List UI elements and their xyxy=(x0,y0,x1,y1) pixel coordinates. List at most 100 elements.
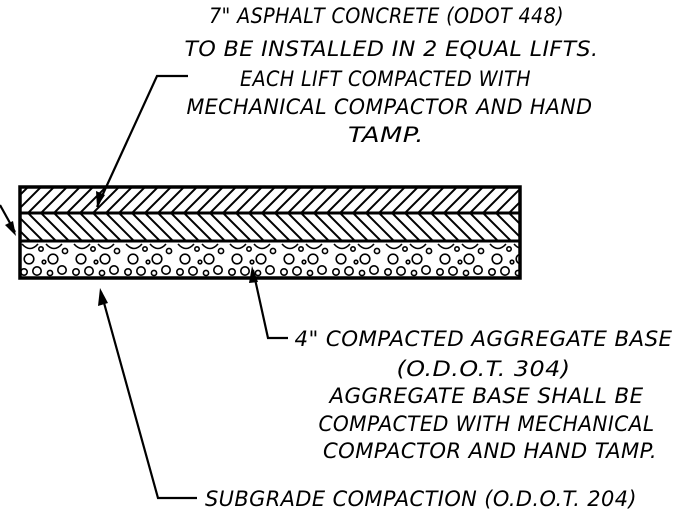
gravel-stone xyxy=(90,246,97,253)
gravel-stone xyxy=(358,269,366,277)
gravel-stone xyxy=(462,269,470,277)
gravel-stone xyxy=(269,247,277,255)
hatch-line xyxy=(26,187,56,213)
hatch-line xyxy=(117,213,149,241)
gravel-stone xyxy=(321,247,329,255)
aggregate-note-leader xyxy=(249,266,288,340)
hatch-line xyxy=(546,185,576,215)
gravel-stone xyxy=(125,243,143,250)
hatch-line xyxy=(273,187,303,213)
gravel-stone xyxy=(75,253,87,265)
gravel-stone xyxy=(373,247,381,255)
gravel-stone xyxy=(401,246,408,253)
gravel-stone xyxy=(368,264,379,275)
hatch-line xyxy=(156,187,186,213)
gravel-stone xyxy=(145,259,151,265)
gravel-stone xyxy=(439,253,451,265)
hatch-line xyxy=(130,213,162,241)
hatch-line xyxy=(195,187,225,213)
hatch-line xyxy=(481,187,511,213)
gravel-stone xyxy=(530,248,535,253)
gravel-stone xyxy=(291,265,302,276)
hatch-line xyxy=(130,187,160,213)
hatch-line xyxy=(442,187,472,213)
gravel-stone xyxy=(359,253,371,265)
asphalt-upper-lift-hatch xyxy=(20,185,576,215)
gravel-stone xyxy=(41,259,47,265)
gravel-stone xyxy=(84,265,95,276)
gravel-stone xyxy=(316,264,327,275)
hatch-line xyxy=(182,187,212,213)
hatch-line xyxy=(481,213,513,241)
hatch-line xyxy=(65,213,97,241)
gravel-stone xyxy=(435,267,444,276)
gravel-stone xyxy=(279,267,288,276)
gravel-stone xyxy=(73,243,91,250)
hatch-line xyxy=(234,187,264,213)
hatch-line xyxy=(468,187,498,213)
hatch-line xyxy=(559,211,591,243)
gravel-stone xyxy=(254,269,262,277)
gravel-stone xyxy=(515,253,520,265)
hatch-line xyxy=(143,187,173,213)
gravel-stone xyxy=(229,243,247,250)
hatch-line xyxy=(494,213,520,239)
gravel-stone xyxy=(231,253,243,265)
gravel-stone xyxy=(201,243,219,250)
hatch-line xyxy=(65,187,95,213)
hatch-line xyxy=(182,213,214,241)
gravel-stone xyxy=(197,259,203,265)
gravel-stone xyxy=(477,247,485,255)
hatch-line xyxy=(39,213,71,241)
gravel-stone xyxy=(457,259,463,265)
gravel-stone xyxy=(93,259,99,265)
hatch-line xyxy=(390,213,422,241)
hatch-line xyxy=(39,187,69,213)
hatch-line xyxy=(520,185,550,215)
gravel-stone xyxy=(453,246,460,253)
gravel-stone xyxy=(264,264,275,275)
hatch-line xyxy=(20,229,32,241)
gravel-stone xyxy=(385,243,403,250)
gravel-stone xyxy=(47,253,59,265)
hatch-line xyxy=(195,213,227,241)
hatch-line xyxy=(26,213,58,241)
gravel-stone xyxy=(194,246,201,253)
asphalt-lower-lift-hatch xyxy=(20,211,591,243)
gravel-stone xyxy=(461,243,479,250)
hatch-line xyxy=(351,213,383,241)
gravel-stone xyxy=(509,259,515,265)
gravel-stone xyxy=(56,264,67,275)
gravel-stone xyxy=(98,269,106,277)
gravel-stone xyxy=(487,267,496,276)
gravel-stone xyxy=(437,243,455,250)
gravel-stone xyxy=(297,246,304,253)
hatch-line xyxy=(104,187,134,213)
hatch-line xyxy=(442,213,474,241)
gravel-stone xyxy=(165,247,173,255)
hatch-line xyxy=(78,187,108,213)
gravel-stone xyxy=(61,247,69,255)
hatch-line xyxy=(546,211,578,243)
gravel-stone xyxy=(150,269,158,277)
gravel-stone xyxy=(505,246,512,253)
hatch-line xyxy=(20,216,45,241)
gravel-stone xyxy=(387,253,399,265)
gravel-stone xyxy=(142,246,149,253)
hatch-line xyxy=(299,213,331,241)
hatch-line xyxy=(533,211,565,243)
gravel-stone xyxy=(228,267,237,276)
hatch-line xyxy=(286,187,316,213)
gravel-stone xyxy=(20,268,28,276)
hatch-line xyxy=(364,213,396,241)
hatch-line xyxy=(52,213,84,241)
gravel-stone xyxy=(124,267,133,276)
hatch-line xyxy=(169,213,201,241)
gravel-stone xyxy=(149,243,167,250)
gravel-stone xyxy=(97,243,115,250)
hatch-line xyxy=(208,187,238,213)
gravel-stone xyxy=(188,265,199,276)
hatch-line xyxy=(234,213,266,241)
